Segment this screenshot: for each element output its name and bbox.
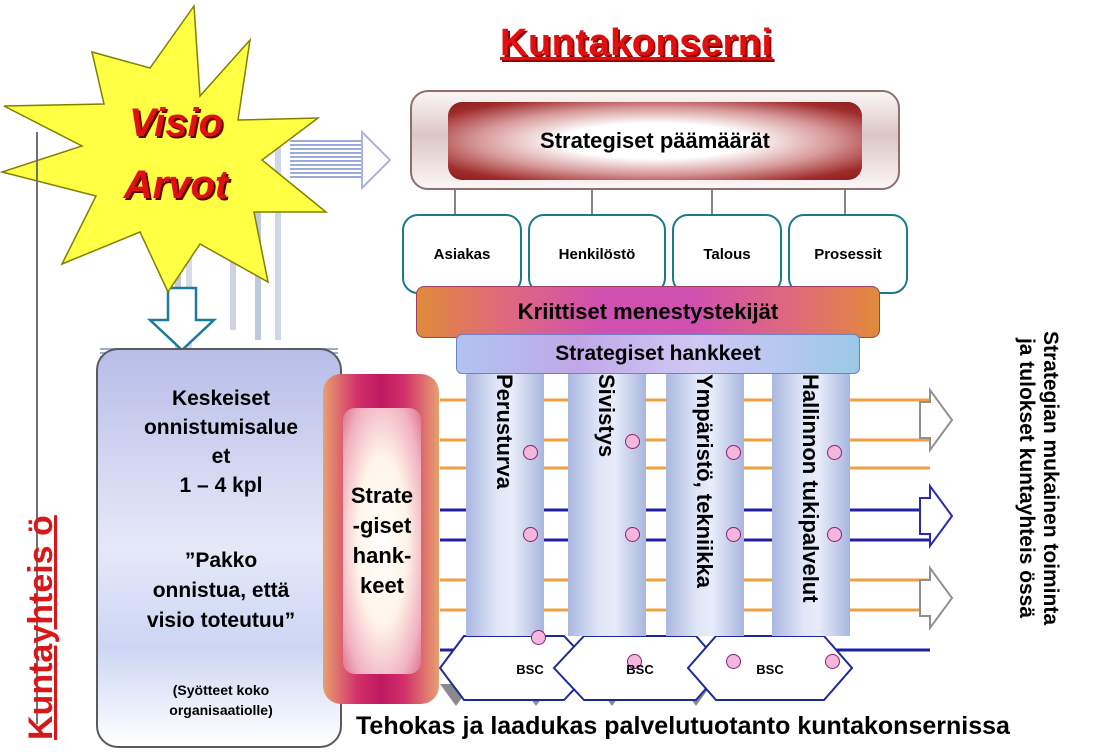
result-arrows xyxy=(919,386,954,632)
side-label: Kuntayhteis ö xyxy=(22,515,60,740)
vision-star-icon xyxy=(0,3,329,294)
page-title: Kuntakonserni xyxy=(500,22,773,64)
key-areas-line: Keskeiset xyxy=(171,387,271,410)
dot xyxy=(625,527,640,542)
dot xyxy=(523,445,538,460)
dot xyxy=(825,654,840,669)
perspective-finance: Talous xyxy=(672,214,782,294)
bsc-label: BSC xyxy=(756,661,784,677)
side-divider xyxy=(36,132,38,724)
column-sivistys: Sivistys xyxy=(568,374,646,636)
column-label: Sivistys xyxy=(594,374,619,458)
perspective-customer: Asiakas xyxy=(402,214,522,294)
dot xyxy=(625,434,640,449)
bsc-shapes xyxy=(438,635,854,701)
strategic-projects-line: -giset xyxy=(352,513,412,538)
strategic-projects-bar: Strategiset hankkeet xyxy=(456,334,860,374)
bsc-label: BSC xyxy=(516,661,544,677)
dot xyxy=(531,630,546,645)
results-line: Strategian mukainen toiminta xyxy=(1039,330,1062,626)
strategic-projects-label: Strate -giset hank- keet xyxy=(343,408,421,674)
column-label: Perusturva xyxy=(492,374,517,489)
strategic-goals: Strategiset päämäärät xyxy=(448,102,862,180)
dot xyxy=(827,527,842,542)
critical-success-factors: Kriittiset menestystekijät xyxy=(416,286,880,338)
column-label: Hallinnon tukipalvelut xyxy=(798,374,823,603)
results-label: Strategian mukainen toiminta ja tulokset… xyxy=(1014,258,1062,698)
bsc-label: BSC xyxy=(626,661,654,677)
column-hallinto: Hallinnon tukipalvelut xyxy=(772,374,850,636)
dot xyxy=(726,527,741,542)
key-areas-quote: onnistua, että xyxy=(152,579,290,602)
key-areas-quote: visio toteutuu” xyxy=(146,609,296,632)
key-areas-input: (Syötteet koko xyxy=(172,682,270,698)
bottom-caption: Tehokas ja laadukas palvelutuotanto kunt… xyxy=(356,712,1010,740)
perspective-connectors xyxy=(454,190,846,214)
strategic-projects-line: keet xyxy=(359,573,405,598)
dot xyxy=(627,654,642,669)
dot xyxy=(726,445,741,460)
strategic-projects-line: hank- xyxy=(352,543,412,568)
vision-to-goals-arrow xyxy=(290,129,392,191)
key-areas-input: organisaatiolle) xyxy=(169,702,273,718)
results-line: ja tulokset kuntayhteis össä xyxy=(1015,337,1038,619)
column-label: Ympäristö, tekniikka xyxy=(692,374,717,588)
strategic-projects-line: Strate xyxy=(350,483,414,508)
dot xyxy=(523,527,538,542)
key-areas-line: onnistumisalue xyxy=(143,416,299,439)
values-label: Arvot xyxy=(123,163,229,207)
column-ymparisto: Ympäristö, tekniikka xyxy=(666,374,744,636)
perspective-personnel: Henkilöstö xyxy=(528,214,666,294)
dot xyxy=(827,445,842,460)
key-areas-quote: ”Pakko xyxy=(184,549,258,572)
column-perusturva: Perusturva xyxy=(466,374,544,636)
key-areas-count: 1 – 4 kpl xyxy=(179,474,263,497)
down-arrow-icon xyxy=(146,286,218,352)
vision-label: Visio xyxy=(128,101,224,145)
key-areas-line: et xyxy=(211,445,231,468)
dot xyxy=(726,654,741,669)
key-areas-box: Keskeiset onnistumisalue et 1 – 4 kpl ”P… xyxy=(96,348,342,748)
perspective-processes: Prosessit xyxy=(788,214,908,294)
